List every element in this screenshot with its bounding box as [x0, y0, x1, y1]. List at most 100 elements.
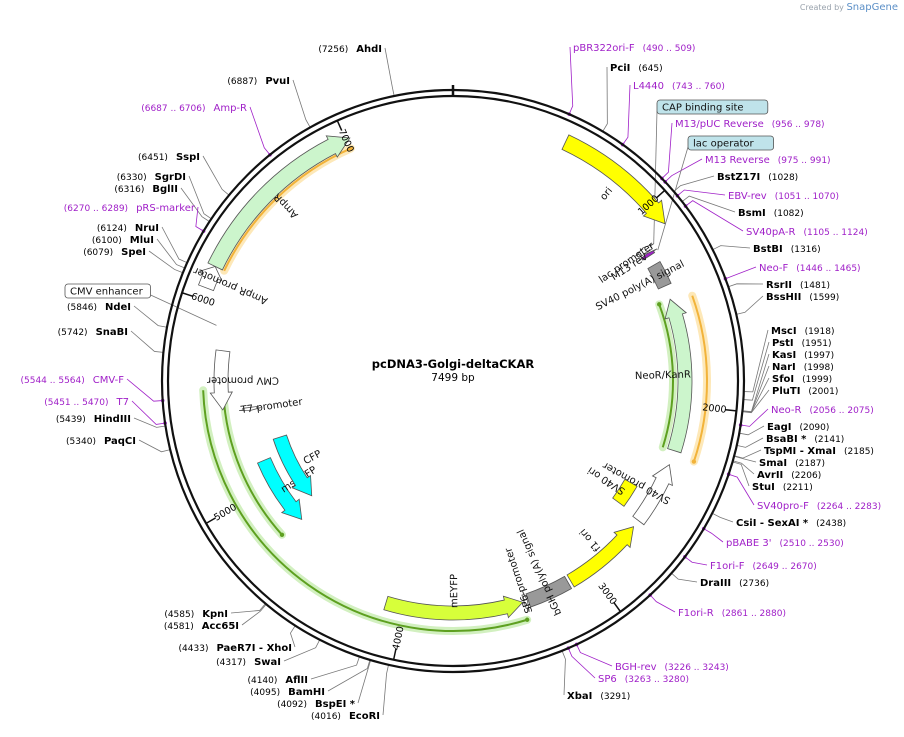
bspei-leader: [357, 659, 372, 704]
ecori-site-label: (4016)EcoRI: [311, 711, 380, 722]
avrii-name: AvrII: [757, 470, 783, 481]
ahdi-name: AhdI: [356, 44, 382, 55]
bgh-rev-name: BGH-rev: [615, 662, 657, 673]
cap-binding-site-label: CAP binding site: [662, 103, 744, 114]
bsabi-site-label: BsaBI *(2141): [766, 434, 844, 445]
cfp-feature: [272, 434, 313, 497]
bsabi-leader: [736, 437, 764, 448]
cmv-promoter-feature: [209, 349, 233, 411]
ruler-tick: [392, 648, 397, 660]
ahdi-range: (7256): [318, 45, 348, 55]
rsrii-site-label: RsrII(1481): [766, 280, 830, 291]
nrui-range: (6124): [97, 224, 127, 234]
ampr-label: AmpR: [272, 191, 301, 220]
ampr-translation-line: [223, 147, 352, 272]
m13-reverse-name: M13 Reverse: [705, 155, 770, 166]
pvui-site-label: (6887)PvuI: [227, 76, 290, 87]
ahdi-leader: [384, 47, 395, 97]
cmv-enhancer-leader: [150, 294, 217, 326]
nari-range: (1998): [804, 363, 834, 373]
credit-brand: SnapGene: [846, 2, 898, 13]
ruler-label: 4000: [391, 625, 407, 651]
bstbi-range: (1316): [791, 245, 821, 255]
ebv-rev-range: (1051 .. 1070): [775, 192, 839, 202]
bamhi-site-label: (4095)BamHI: [250, 687, 325, 698]
snabi-leader: [130, 330, 164, 353]
neor-kanr-orf-tip: [657, 302, 662, 307]
f1ori-f-leader: [684, 556, 708, 566]
ecori-leader: [382, 664, 389, 716]
cmv-promoter-label: CMV promoter: [206, 374, 279, 385]
t7-range: (5451 .. 5470): [44, 398, 108, 408]
sspi-site-label: (6451)SspI: [138, 152, 200, 163]
pvui-name: PvuI: [265, 76, 290, 87]
avrii-site-label: AvrII(2206): [757, 470, 821, 481]
stui-leader: [732, 461, 750, 487]
ampr-promoter-feature: [198, 265, 223, 292]
m13-puc-reverse-leader: [661, 122, 673, 179]
cfp-orf-line: [222, 393, 283, 536]
bstbi-leader: [712, 245, 751, 251]
sgrdi-range: (6330): [117, 173, 147, 183]
bsshii-leader: [736, 295, 764, 315]
ruler-tick: [336, 120, 343, 131]
l4440-range: (743 .. 760): [672, 82, 725, 92]
rsrii-leader: [728, 283, 764, 288]
sspi-range: (6451): [138, 153, 168, 163]
bsmi-site-label: BsmI(1082): [738, 208, 804, 219]
paqci-name: PaqCI: [104, 436, 136, 447]
sfoi-site-label: SfoI(1999): [772, 374, 832, 385]
cmv-enhancer-label: CMV enhancer: [70, 287, 144, 298]
snabi-name: SnaBI: [96, 327, 128, 338]
amp-r-site-label: (6687 .. 6706)Amp-R: [141, 103, 247, 114]
l4440-leader: [622, 84, 631, 145]
m13-rev-feature: [638, 248, 658, 262]
bspei-range: (4092): [277, 700, 307, 710]
draiii-site-label: DraIII(2736): [700, 578, 769, 589]
l4440-name: L4440: [633, 81, 664, 92]
paqci-site-label: (5340)PaqCI: [66, 436, 136, 447]
pbabe-3-site-label: pBABE 3'(2510 .. 2530): [726, 538, 844, 549]
swai-leader: [283, 639, 321, 662]
nari-site-label: NarI (1998): [772, 362, 834, 373]
eagi-site-label: EagI(2090): [767, 422, 829, 433]
sv40-ori-feature: [612, 478, 638, 507]
msci-range: (1918): [805, 327, 835, 337]
m13-reverse-range: (975 .. 991): [778, 156, 831, 166]
ruler-label: 6000: [190, 291, 216, 309]
swai-range: (4317): [216, 658, 246, 668]
csii-sexai-leader: [712, 512, 734, 523]
nrui-name: NruI: [135, 223, 159, 234]
neo-f-name: Neo-F: [759, 263, 789, 274]
aflii-site-label: (4140)AflII: [247, 675, 308, 686]
bstz17i-site-label: BstZ17I(1028): [717, 172, 798, 183]
sv40pro-f-site-label: SV40pro-F(2264 .. 2283): [757, 501, 881, 512]
nrui-site-label: (6124) NruI: [97, 223, 159, 234]
acc65i-name: Acc65I: [202, 621, 239, 632]
neo-f-site-label: Neo-F(1446 .. 1465): [759, 263, 861, 274]
t7-leader: [131, 400, 166, 425]
cmv-f-site-label: (5544 .. 5564)CMV-F: [20, 375, 124, 386]
ori-label: ori: [598, 186, 615, 203]
paer7i-xhoi-name: PaeR7I - XhoI: [216, 643, 292, 654]
pcii-range: (645): [638, 64, 662, 74]
bspei-name: BspEI *: [315, 699, 356, 710]
pluti-name: PluTI: [772, 386, 800, 397]
swai-site-label: (4317)SwaI: [216, 657, 281, 668]
aflii-name: AflII: [285, 675, 308, 686]
bgh-rev-site-label: BGH-rev(3226 .. 3243): [615, 662, 729, 673]
bglii-name: BglII: [152, 184, 178, 195]
acc65i-leader: [241, 603, 267, 626]
m13-puc-reverse-name: M13/pUC Reverse: [675, 119, 764, 130]
neo-r-site-label: Neo-R(2056 .. 2075): [771, 405, 874, 416]
ebv-rev-name: EBV-rev: [728, 191, 767, 202]
cmv-f-range: (5544 .. 5564): [20, 376, 84, 386]
prs-marker-site-label: (6270 .. 6289)pRS-marker: [64, 203, 196, 214]
spei-name: SpeI: [121, 247, 146, 258]
f1ori-r-leader: [649, 594, 676, 613]
mlui-name: MluI: [130, 235, 154, 246]
nari-name: NarI: [772, 362, 796, 373]
spei-site-label: (6079)SpeI: [83, 247, 146, 258]
t7-promoter-feature: [238, 406, 261, 412]
bamhi-range: (4095): [250, 688, 280, 698]
